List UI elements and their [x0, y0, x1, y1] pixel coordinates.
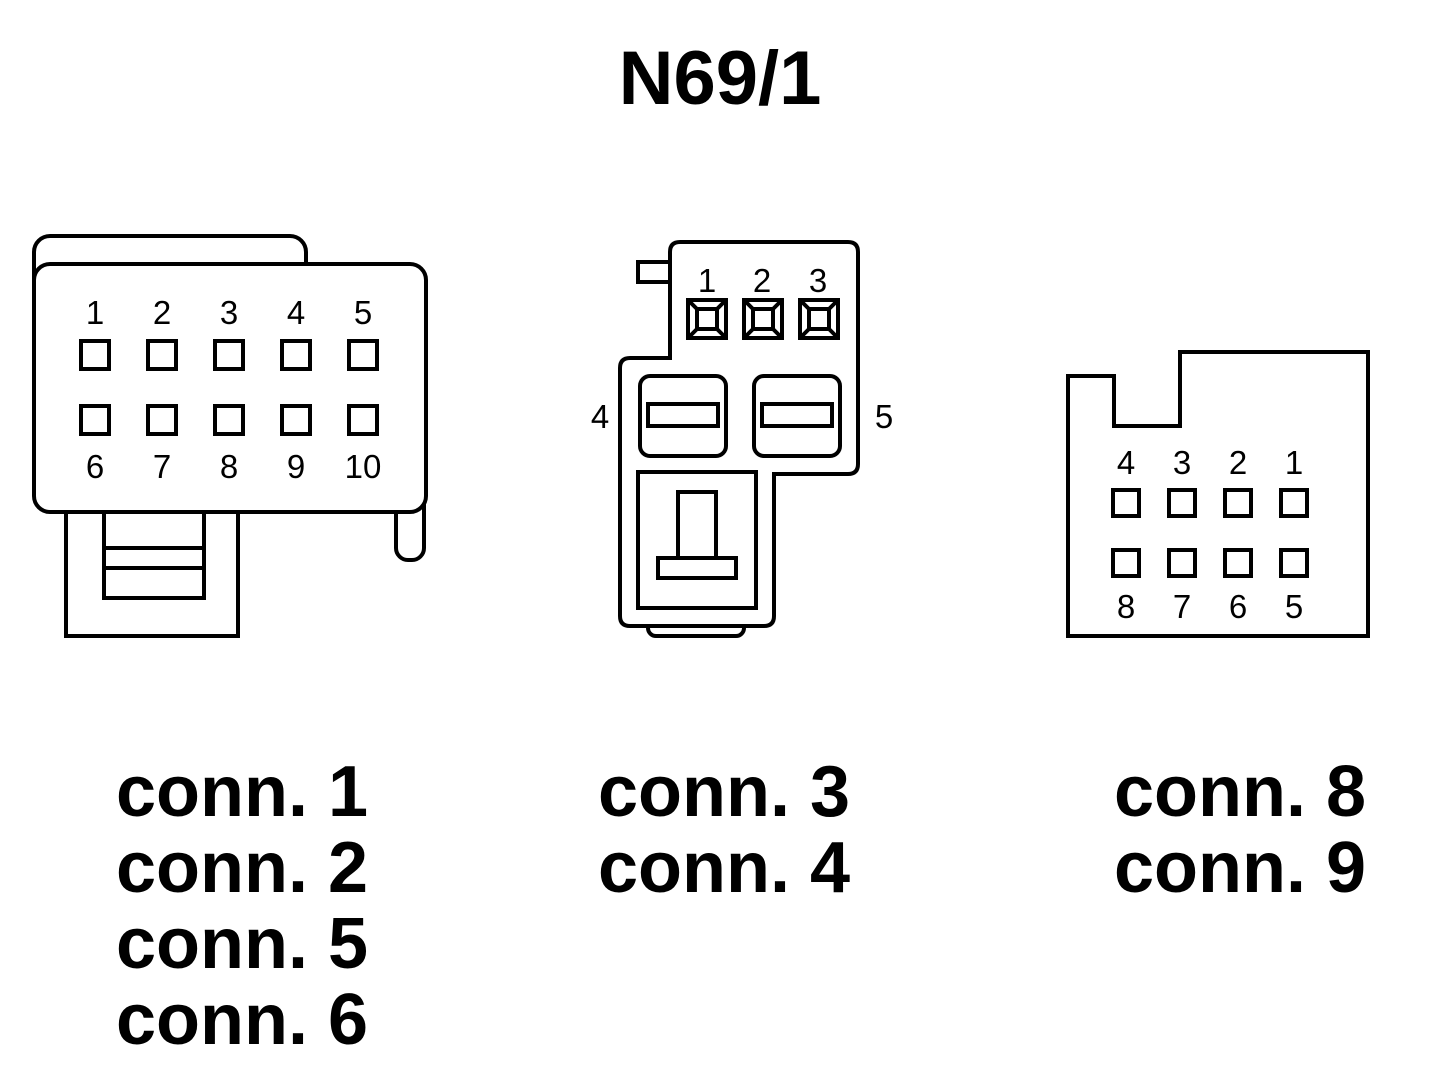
pin-label: 4	[287, 294, 305, 331]
diagram-title: N69/1	[619, 36, 822, 121]
pin-cavity	[280, 339, 312, 371]
pin-cavity	[1223, 548, 1253, 578]
pin-label: 2	[153, 294, 171, 331]
pin-cavity	[79, 404, 111, 436]
pin-cavity	[1223, 488, 1253, 518]
pin-cavity	[1279, 488, 1309, 518]
pin-cavity	[1111, 548, 1141, 578]
connector-caption: conn. 4	[598, 828, 850, 908]
connector-caption: conn. 3	[598, 752, 850, 832]
pin-cavity	[347, 404, 379, 436]
pin-label: 1	[698, 262, 716, 299]
pin-label: 6	[1229, 588, 1247, 625]
connector-a-captions: conn. 1 conn. 2 conn. 5 conn. 6	[116, 752, 368, 1060]
latch-bar	[656, 556, 738, 580]
pin-label: 9	[287, 448, 305, 485]
pin-label: 5	[1285, 588, 1303, 625]
pin-label: 2	[753, 262, 771, 299]
connector-caption: conn. 6	[116, 980, 368, 1060]
pin-cavity	[1279, 548, 1309, 578]
connector-c-captions: conn. 8 conn. 9	[1114, 752, 1366, 908]
connector-b-terminals	[636, 298, 842, 610]
connector-caption: conn. 5	[116, 904, 368, 984]
pin-cavity	[347, 339, 379, 371]
connector-c: 4 3 2 1 8 7 6 5	[1066, 350, 1370, 638]
pin-cavity	[146, 404, 178, 436]
pin-label: 3	[809, 262, 827, 299]
pin-cavity	[1167, 488, 1197, 518]
pin-label: 7	[153, 448, 171, 485]
connector-a-pin-cavities	[79, 339, 379, 436]
connector-c-pin-cavities	[1111, 488, 1309, 578]
connector-caption: conn. 2	[116, 828, 368, 908]
connector-b-key-tab	[636, 260, 674, 284]
connector-b-captions: conn. 3 conn. 4	[598, 752, 850, 908]
pin-cavity	[280, 404, 312, 436]
pin-label: 1	[1285, 444, 1303, 481]
pin-label: 4	[1117, 444, 1135, 481]
pin-label: 6	[86, 448, 104, 485]
pin-label: 3	[220, 294, 238, 331]
pin-label: 3	[1173, 444, 1191, 481]
pin-cavity	[213, 404, 245, 436]
blade-terminal	[760, 402, 834, 428]
pin-cavity	[146, 339, 178, 371]
connector-a-body	[32, 262, 428, 514]
connector-a: 1 2 3 4 5 6 7 8 9 10	[32, 234, 428, 638]
pin-cavity	[79, 339, 111, 371]
blade-terminal	[646, 402, 720, 428]
connector-caption: conn. 8	[1114, 752, 1366, 832]
pin-label: 8	[1117, 588, 1135, 625]
pin-label: 5	[354, 294, 372, 331]
pin-cavity	[1111, 488, 1141, 518]
pin-label: 5	[875, 398, 893, 435]
pin-label: 2	[1229, 444, 1247, 481]
pin-label: 8	[220, 448, 238, 485]
pin-label: 10	[345, 448, 382, 485]
connector-caption: conn. 9	[1114, 828, 1366, 908]
pin-cavity	[1167, 548, 1197, 578]
pin-cavity	[213, 339, 245, 371]
connector-b: 1 2 3 4 5	[591, 240, 893, 638]
pin-label: 4	[591, 398, 609, 435]
latch-post	[676, 490, 718, 562]
pin-label: 1	[86, 294, 104, 331]
pin-label: 7	[1173, 588, 1191, 625]
connector-caption: conn. 1	[116, 752, 368, 832]
